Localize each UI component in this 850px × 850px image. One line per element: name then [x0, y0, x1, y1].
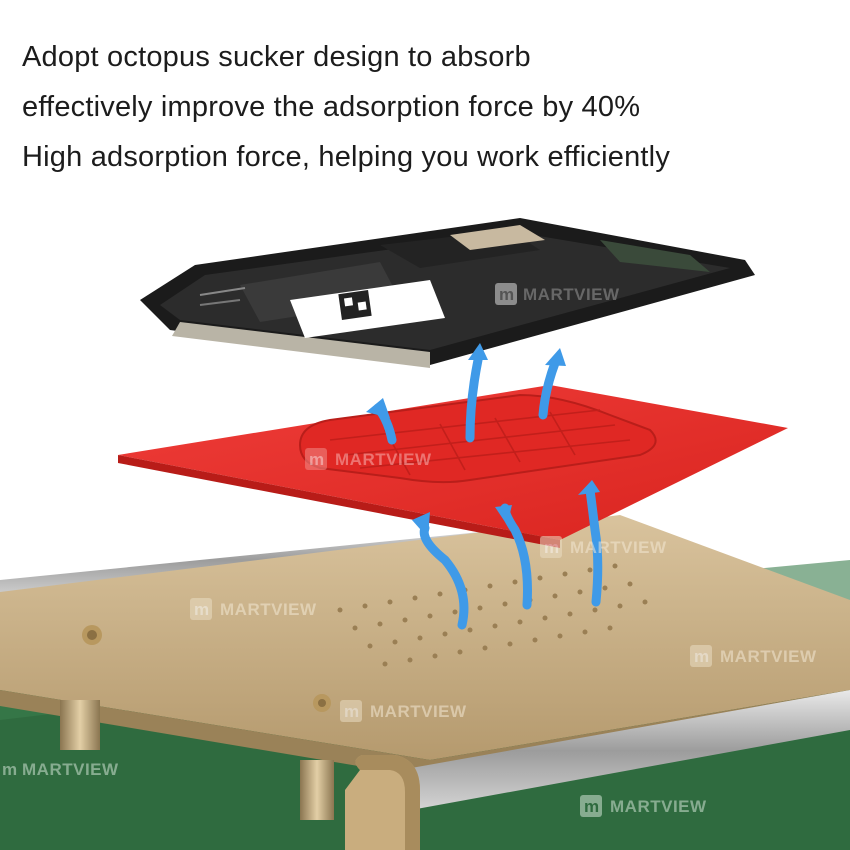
phone-screen-assembly	[140, 218, 755, 368]
watermark-brand-4: MARTVIEW	[220, 600, 317, 619]
watermark-1: m MARTVIEW	[495, 283, 620, 305]
watermark-3: m MARTVIEW	[540, 536, 667, 558]
headline-line-3: High adsorption force, helping you work …	[22, 141, 671, 173]
watermark-brand-5: MARTVIEW	[720, 647, 817, 666]
watermark-5: m MARTVIEW	[690, 645, 817, 667]
watermark-brand-8: MARTVIEW	[610, 797, 707, 816]
watermark-logo-2: m	[309, 450, 325, 469]
watermark-logo-3: m	[544, 538, 560, 557]
red-silicone-mat	[118, 385, 788, 548]
watermark-4: m MARTVIEW	[190, 598, 317, 620]
watermark-brand-2: MARTVIEW	[335, 450, 432, 469]
watermark-logo-8: m	[584, 797, 600, 816]
headline-line-1: Adopt octopus sucker design to absorb	[22, 41, 531, 73]
watermark-8: m MARTVIEW	[580, 795, 707, 817]
watermark-brand-6: MARTVIEW	[370, 702, 467, 721]
headline-line-2: effectively improve the adsorption force…	[22, 91, 641, 123]
vacuum-holes	[337, 563, 648, 667]
watermark-brand-7: MARTVIEW	[22, 760, 119, 779]
watermark-group: m MARTVIEW m MARTVIEW m MARTVIEW m MARTV…	[2, 283, 817, 817]
watermark-logo-7: m	[2, 760, 18, 779]
support-legs	[60, 700, 334, 820]
watermark-brand-3: MARTVIEW	[570, 538, 667, 557]
watermark-6: m MARTVIEW	[340, 700, 467, 722]
watermark-7: m MARTVIEW	[2, 760, 119, 779]
watermark-logo-6: m	[344, 702, 360, 721]
airflow-arrows	[373, 355, 603, 630]
airflow-arrowheads	[366, 343, 600, 538]
front-rail	[345, 690, 850, 850]
headline-text-block: Adopt octopus sucker design to absorb ef…	[22, 32, 842, 182]
watermark-2: m MARTVIEW	[305, 448, 432, 470]
watermark-logo-5: m	[694, 647, 710, 666]
watermark-brand-1: MARTVIEW	[523, 285, 620, 304]
watermark-logo-4: m	[194, 600, 210, 619]
watermark-logo-1: m	[499, 285, 515, 304]
